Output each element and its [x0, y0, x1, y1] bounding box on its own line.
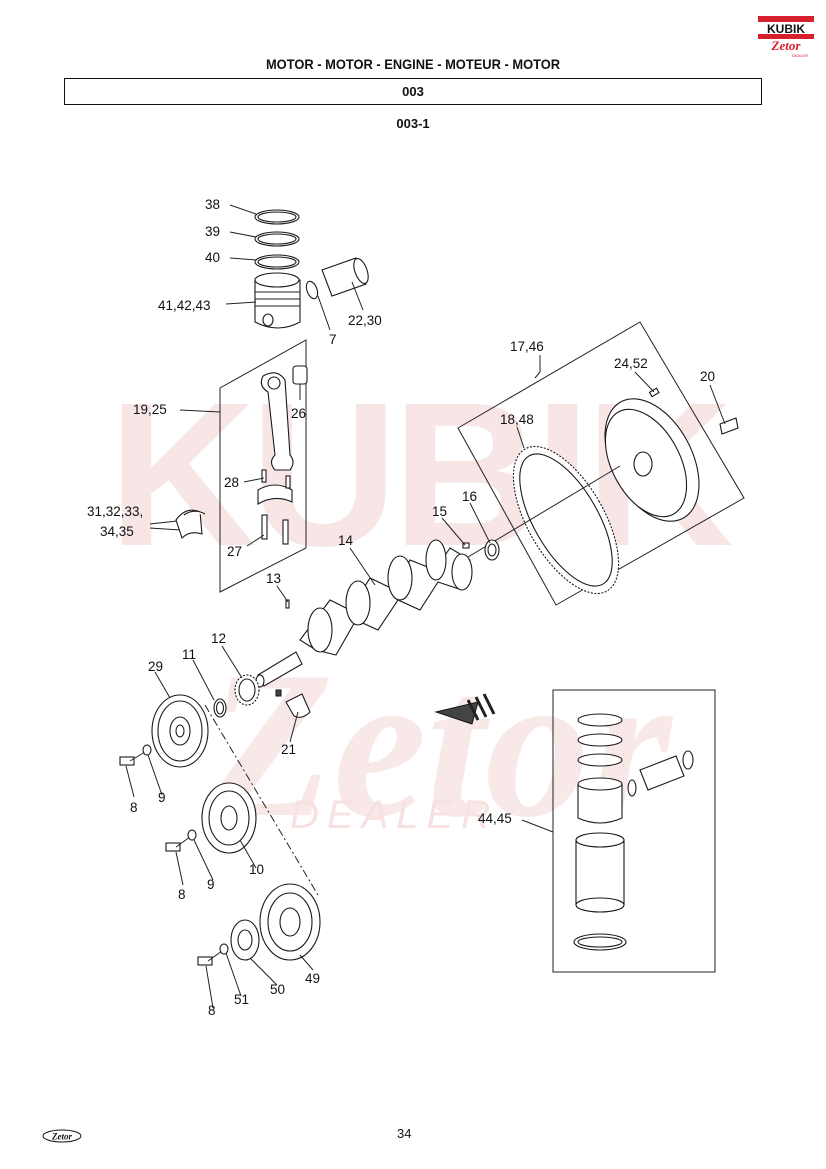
flywheel-frame	[452, 321, 745, 606]
logo-zetor-text: Zetor	[771, 38, 802, 53]
callout-8-c: 8	[208, 1003, 216, 1018]
callout-10: 10	[249, 862, 264, 877]
pulley-29-part	[151, 694, 209, 768]
callout-40: 40	[205, 250, 220, 265]
callout-17-46: 17,46	[510, 339, 544, 354]
callout-13: 13	[266, 571, 281, 586]
crankshaft-part	[255, 539, 500, 688]
center-axis-line	[204, 704, 319, 896]
pulley-49-part	[259, 883, 321, 961]
page-number: 34	[397, 1126, 412, 1141]
piston-part	[254, 272, 301, 329]
logo-kubik-text: KUBIK	[767, 22, 805, 36]
footer-logo-text: Zetor	[51, 1132, 72, 1142]
piston-pin-part	[305, 257, 369, 300]
callout-11: 11	[182, 647, 196, 662]
connecting-rod-frame	[219, 339, 308, 593]
callout-8-a: 8	[130, 800, 138, 815]
callout-12: 12	[211, 631, 226, 646]
callout-51: 51	[234, 992, 249, 1007]
callout-26: 26	[291, 406, 306, 421]
callout-34-35: 34,35	[100, 524, 134, 539]
callout-8-b: 8	[178, 887, 186, 902]
callout-14: 14	[338, 533, 354, 548]
callout-39: 39	[205, 224, 220, 239]
watermark-dealer: DEALER	[290, 793, 498, 837]
callout-49: 49	[305, 971, 320, 986]
kubik-zetor-logo: KUBIK Zetor DEALER	[758, 16, 814, 58]
callout-9-a: 9	[158, 790, 166, 805]
pulley-10-part	[201, 782, 257, 854]
callout-19-25: 19,25	[133, 402, 167, 417]
callout-38: 38	[205, 197, 220, 212]
callout-29: 29	[148, 659, 163, 674]
callout-21: 21	[281, 742, 296, 757]
callout-31-32-33: 31,32,33,	[87, 504, 143, 519]
callout-9-b: 9	[207, 877, 215, 892]
liner-kit-frame	[552, 689, 716, 973]
callout-28: 28	[224, 475, 239, 490]
callout-22-30: 22,30	[348, 313, 382, 328]
bearing-shells-part	[175, 509, 206, 540]
leader-lines	[125, 204, 726, 1009]
callout-50: 50	[270, 982, 285, 997]
callout-18-48: 18,48	[500, 412, 534, 427]
direction-arrow	[434, 693, 496, 725]
page-title: MOTOR - MOTOR - ENGINE - MOTEUR - MOTOR	[265, 56, 561, 72]
crank-gear-part	[213, 674, 311, 718]
callout-15: 15	[432, 504, 447, 519]
callout-labels: 38 39 40 41,42,43 7 22,30 19,25 26 28 31…	[87, 197, 715, 1018]
subsection-code: 003-1	[396, 116, 430, 131]
callout-24-52: 24,52	[614, 356, 648, 371]
callout-7: 7	[329, 332, 337, 347]
logo-dealer-text: DEALER	[792, 53, 808, 58]
footer-zetor-logo: Zetor	[42, 1129, 82, 1143]
callout-41-42-43: 41,42,43	[158, 298, 211, 313]
section-code: 003	[402, 84, 424, 99]
hub-50-part	[230, 919, 260, 961]
callout-27: 27	[227, 544, 242, 559]
callout-16: 16	[462, 489, 477, 504]
bolts-washers-part	[119, 744, 229, 966]
callout-20: 20	[700, 369, 715, 384]
section-code-box: 003	[64, 78, 762, 105]
piston-rings-part	[254, 209, 300, 270]
callout-44-45: 44,45	[478, 811, 512, 826]
